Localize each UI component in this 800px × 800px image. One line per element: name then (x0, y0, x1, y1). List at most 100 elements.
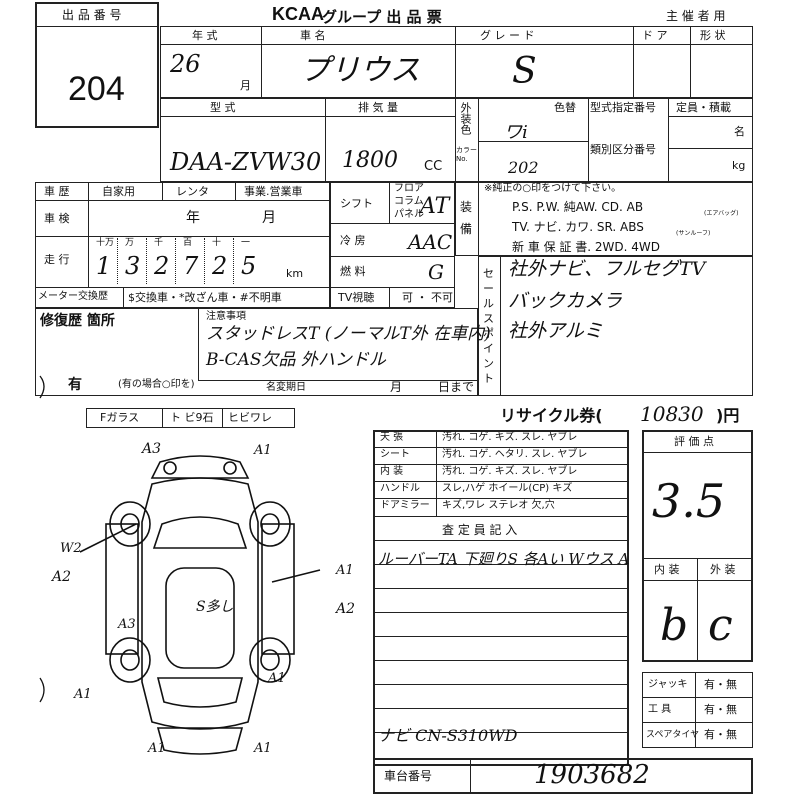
title-logo: KCAA (272, 4, 324, 24)
mileage-digit-label: 十万 (96, 238, 115, 248)
name-change-month: 月 (390, 380, 403, 394)
exterior-score: c (708, 600, 733, 651)
model-row-box (160, 98, 753, 182)
damage-mark-front-a3: A3 (142, 441, 162, 457)
condition-row-label: 天 張 (380, 432, 404, 443)
displacement-label: 排 気 量 (358, 101, 398, 114)
fuel-value: G (428, 260, 444, 284)
overall-score-label: 評 価 点 (674, 435, 714, 448)
recycle-label: リサイクル券( (500, 406, 603, 425)
damage-mark-bumper-right-a1: A1 (254, 741, 272, 756)
f-glass-label: Fガラス (100, 411, 140, 424)
inspector-line2: ナビ CN-S310WD (378, 726, 518, 745)
mileage-digit: 7 (183, 252, 199, 280)
lot-number-box (35, 2, 159, 128)
condition-row-items: 汚れ. コゲ. キズ. スレ. ヤブレ (442, 466, 578, 477)
specs-box (330, 182, 455, 308)
lot-number: 204 (68, 70, 125, 108)
door-label: ド ア (642, 29, 668, 42)
tv-label: TV視聴 (338, 291, 375, 304)
repair-has-note: (有の場合○印を) (118, 379, 195, 390)
shape-label: 形 状 (700, 29, 726, 42)
tools-box (642, 672, 753, 748)
condition-box (373, 430, 629, 766)
inspection-year-unit: 年 (186, 210, 200, 226)
capacity-unit-kg: kg (732, 159, 746, 172)
damage-mark-front-a1: A1 (254, 443, 272, 458)
mileage-digit: 1 (96, 252, 112, 280)
crack-label: ヒビワレ (228, 411, 272, 424)
equipment-row2: TV. ナビ. カワ. SR. ABS (512, 220, 644, 234)
private-label: 自家用 (102, 185, 135, 198)
year-label: 年 式 (192, 29, 218, 42)
jack-label: ジャッキ (648, 679, 688, 690)
business-label: 事業.営業車 (244, 185, 303, 198)
note-1: スタッドレスT (ノーマルT外 在車内) (206, 324, 491, 344)
damage-mark-rear-a3: A3 (118, 617, 136, 632)
inspector-label: 査 定 員 記 入 (442, 523, 518, 537)
damage-mark-rear-left-a1: A1 (74, 687, 92, 702)
repair-has-label: 有 (68, 377, 82, 393)
shift-value: AT (420, 194, 450, 219)
mileage-digit: 2 (212, 252, 228, 280)
ac-label: 冷 房 (340, 234, 366, 247)
car-name-value: プリウス (300, 53, 420, 88)
color-change-label: 色替 (554, 101, 576, 114)
sales-points-label: セールスポイント (483, 267, 494, 385)
damage-mark-right-a1: A1 (336, 563, 354, 578)
condition-row-label: 内 装 (380, 466, 404, 477)
rental-label: レンタ (176, 185, 209, 198)
sales-points-box (478, 256, 753, 396)
inspection-label: 車 検 (44, 212, 70, 225)
history-box (35, 182, 330, 308)
damage-mark-right-a2: A2 (336, 601, 356, 617)
chassis-number: 1903682 (534, 760, 650, 790)
floor-label: フロア (394, 183, 424, 194)
name-change-label: 名変期日 (266, 382, 306, 393)
condition-row-items: キズ,ワレ ステレオ 欠,穴 (442, 500, 555, 511)
organizer-label: 主 催 者 用 (666, 9, 726, 23)
shift-label: シフト (340, 197, 373, 210)
recycle-value: 10830 (640, 402, 704, 426)
damage-mark-w2: W2 (60, 541, 82, 556)
capacity-unit-persons: 名 (734, 125, 745, 138)
type-designation-label: 型式指定番号 (590, 101, 656, 114)
color-no-value: 202 (508, 158, 539, 177)
tools-label: 工 具 (648, 704, 672, 715)
lot-number-label: 出 品 番 号 (62, 8, 122, 22)
diagram-bracket-icon (39, 677, 45, 703)
car-diagram (79, 455, 321, 755)
sales-point-2: バックカメラ (508, 290, 623, 312)
mileage-digit: 3 (125, 252, 141, 280)
displacement-value: 1800 (342, 148, 398, 173)
note-2: B-CAS欠品 外ハンドル (206, 350, 386, 370)
equipment-ab-note: (エアバッグ) (704, 210, 739, 217)
condition-row-items: 汚れ. コゲ. ヘタリ. スレ. ヤブレ (442, 449, 588, 460)
condition-row-items: スレ,ハゲ ホイール(CP) キズ (442, 483, 573, 494)
equipment-note: ※純正の○印をつけて下さい。 (484, 183, 622, 194)
damage-mark-rear-right-a1: A1 (268, 671, 286, 686)
mileage-digit: 2 (154, 252, 170, 280)
meter-label: メーター交換歴 (38, 291, 108, 302)
chip-label: ト ビ9石 (170, 411, 214, 424)
color-no-label: カラーNo. (456, 146, 477, 163)
chassis-box (373, 758, 753, 794)
mileage-digit-label: 万 (125, 238, 135, 248)
condition-row-items: 汚れ. コゲ. キズ. スレ. ヤブレ (442, 432, 578, 443)
equipment-row1: P.S. P.W. 純AW. CD. AB (512, 200, 644, 214)
spare-option: 有・無 (704, 728, 737, 741)
mileage-digit: 5 (241, 252, 257, 280)
month-label: 月 (240, 79, 251, 92)
jack-option: 有・無 (704, 678, 737, 691)
mileage-digit-label: 千 (154, 238, 164, 248)
mileage-digit-label: 十 (212, 238, 222, 248)
condition-row-label: ハンドル (380, 483, 420, 494)
exterior-score-label: 外 装 (710, 563, 736, 576)
equipment-row3: 新 車 保 証 書. 2WD. 4WD (512, 240, 660, 254)
recycle-unit: )円 (716, 406, 740, 425)
class-label: 類別区分番号 (590, 143, 656, 156)
ac-value: AAC (408, 230, 453, 254)
top-row-box (160, 26, 753, 98)
mileage-digit-label: 百 (183, 238, 193, 248)
